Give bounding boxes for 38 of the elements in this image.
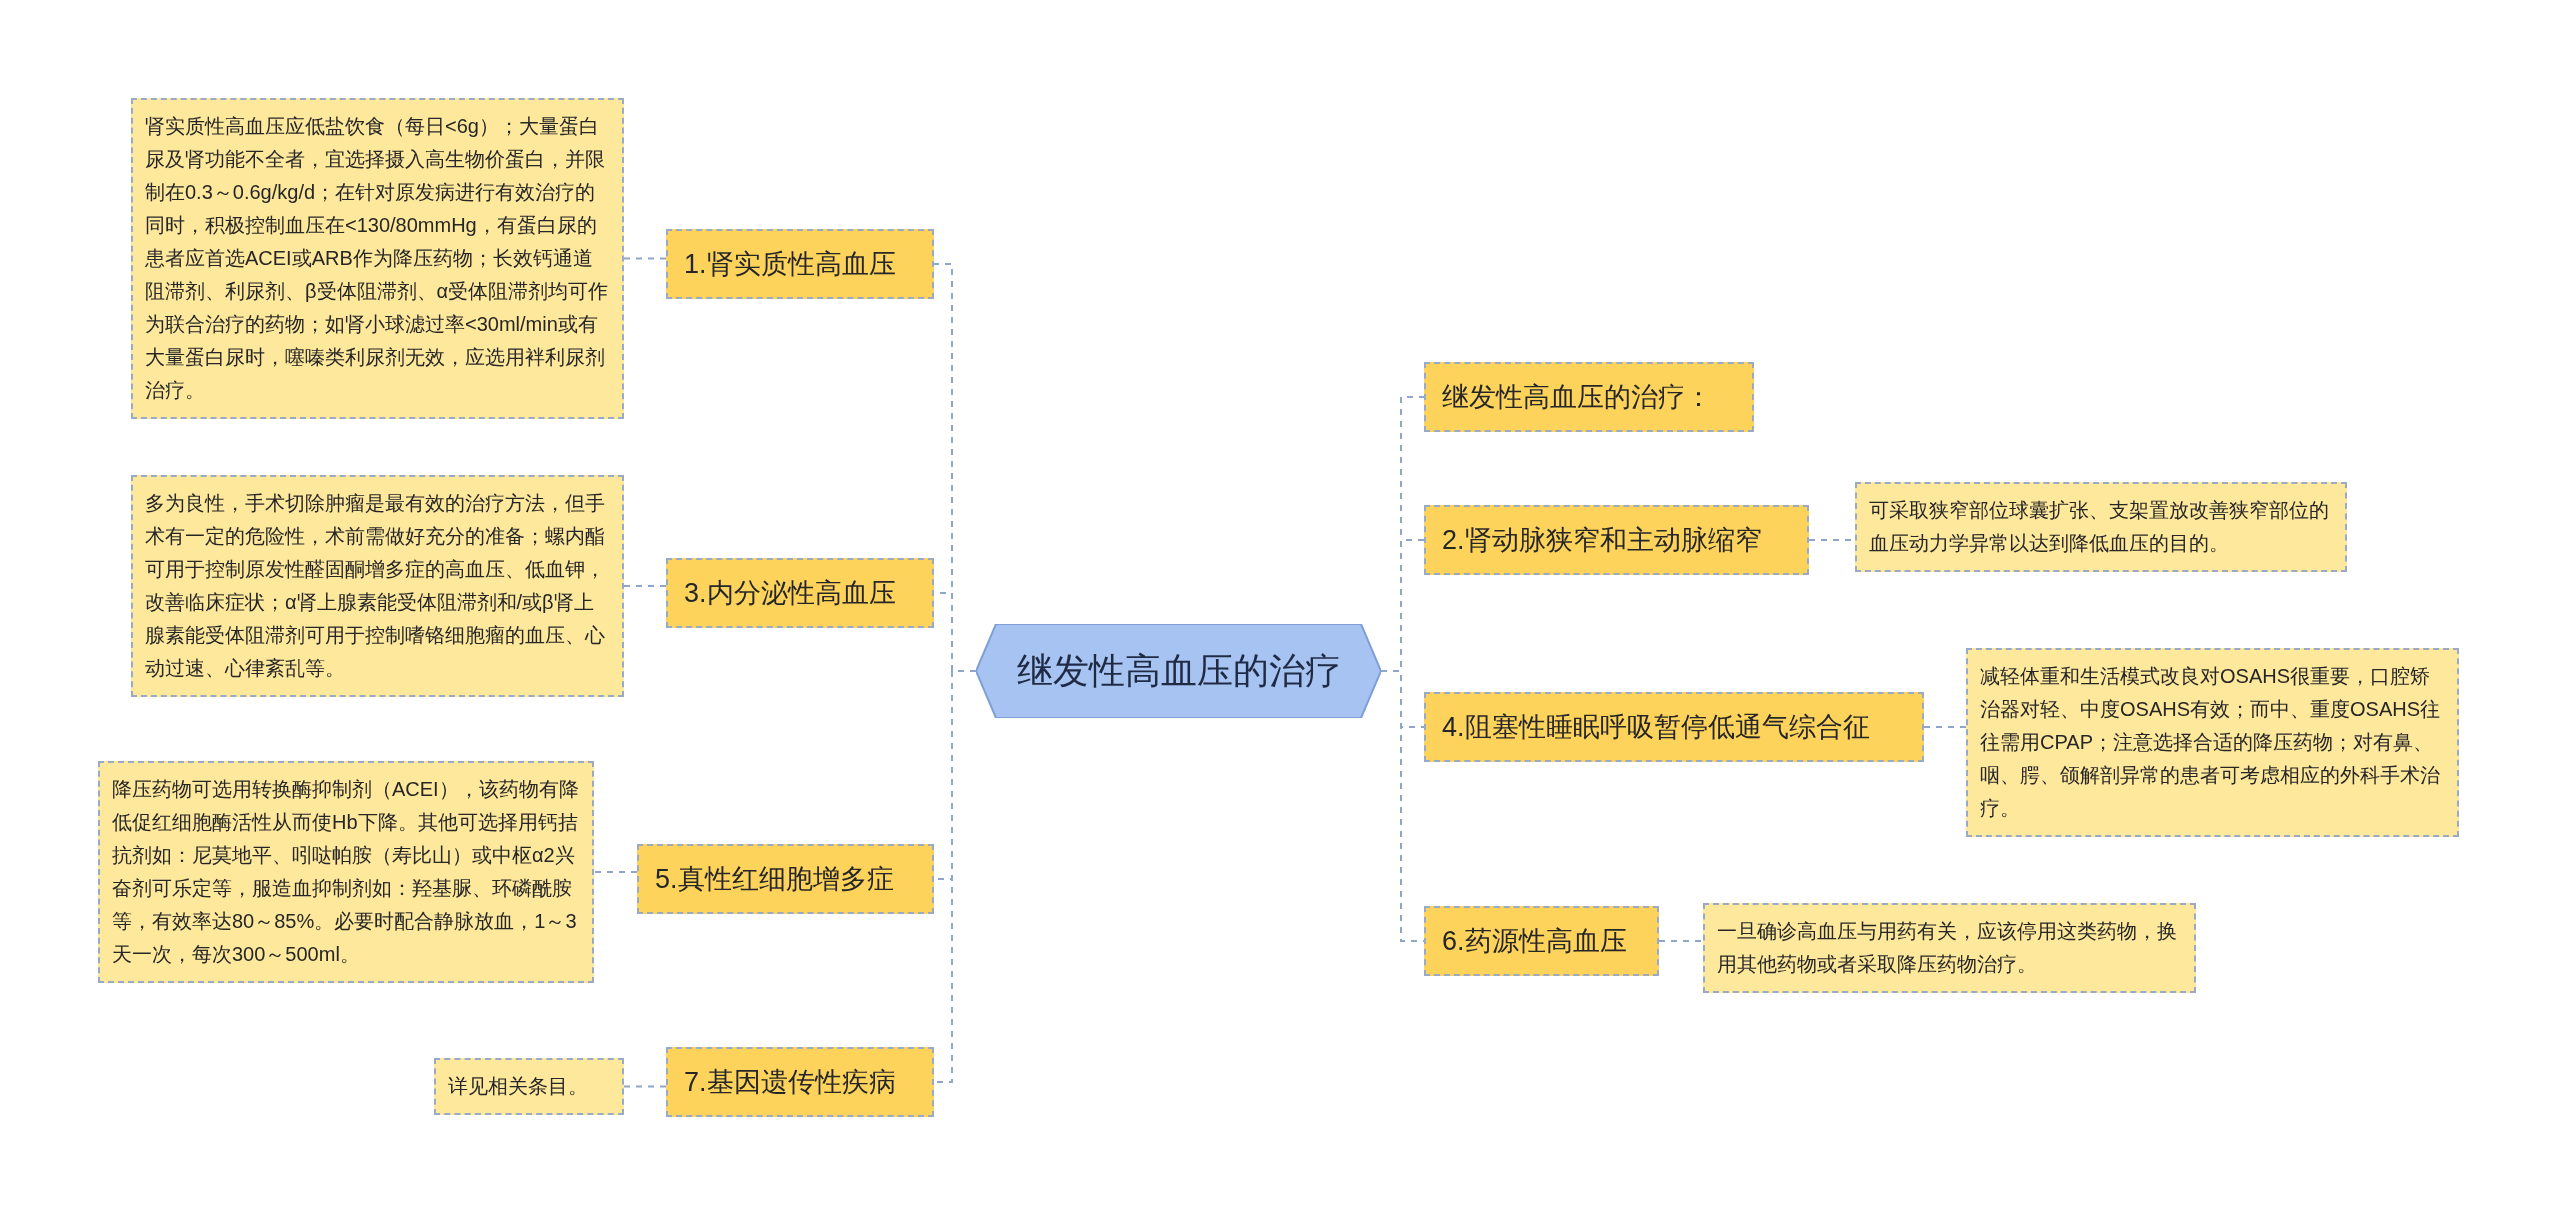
note-text: 可采取狭窄部位球囊扩张、支架置放改善狭窄部位的血压动力学异常以达到降低血压的目的。 <box>1869 498 2330 556</box>
note-box <box>1703 903 2196 993</box>
topic-label: 继发性高血压的治疗： <box>1442 381 1713 414</box>
topic-box <box>1424 692 1924 762</box>
note-box <box>131 98 624 419</box>
note-box <box>1855 482 2347 572</box>
topic-box <box>1424 906 1659 976</box>
central-topic-text: 继发性高血压的治疗 <box>1016 650 1341 691</box>
topic-box <box>637 844 934 914</box>
note-box <box>98 761 594 983</box>
note-text: 减轻体重和生活模式改良对OSAHS很重要，口腔矫治器对轻、中度OSAHS有效；而中、重度OSAHS往往需用CPAP；注意选择合适的降压药物；对有鼻、咽、腭、颌解剖异常的患者可考虑相应的外科手术治疗。 <box>1980 664 2442 821</box>
topic-label: 7.基因遗传性疾病 <box>684 1066 897 1099</box>
note-box <box>1966 648 2459 837</box>
note-text: 肾实质性高血压应低盐饮食（每日<6g）；大量蛋白尿及肾功能不全者，宜选择摄入高生物价蛋白，并限制在0.3～0.6g/kg/d；在针对原发病进行有效治疗的同时，积极控制血压在<130/80mmHg，有蛋白尿的患者应首选ACEI或ARB作为降压药物；长效钙通道阻滞剂、利尿剂、β受体阻滞剂、α受体阻滞剂均可作为联合治疗的药物；如肾小球滤过率<30ml/min或有大量蛋白尿时，噻嗪类利尿剂无效，应选用袢利尿剂治疗。 <box>145 114 610 403</box>
central-topic-hexagon <box>976 624 1381 718</box>
connector-line <box>623 1085 667 1088</box>
connector-line <box>623 257 667 260</box>
topic-label: 1.肾实质性高血压 <box>684 248 897 281</box>
connector-line <box>1923 726 1967 728</box>
note-box <box>434 1058 624 1115</box>
note-text: 多为良性，手术切除肿瘤是最有效的治疗方法，但手术有一定的危险性，术前需做好充分的准备；螺内酯可用于控制原发性醛固酮增多症的高血压、低血钾，改善临床症状；α肾上腺素能受体阻滞剂和/或β肾上腺素能受体阻滞剂可用于控制嗜铬细胞瘤的血压、心动过速、心律紊乱等。 <box>145 491 606 681</box>
topic-box <box>666 229 934 299</box>
topic-box <box>666 1047 934 1117</box>
topic-label: 5.真性红细胞增多症 <box>655 863 895 896</box>
connector-line <box>593 871 638 873</box>
note-box <box>131 475 624 697</box>
topic-box <box>666 558 934 628</box>
note-text: 降压药物可选用转换酶抑制剂（ACEI），该药物有降低促红细胞酶活性从而使Hb下降。其他可选择用钙拮抗剂如：尼莫地平、吲哒帕胺（寿比山）或中枢α2兴奋剂可乐定等，服造血抑制剂如：羟基脲、环磷酰胺等，有效率达80～85%。必要时配合静脉放血，1～3天一次，每次300～500ml。 <box>112 777 580 967</box>
topic-box <box>1424 362 1754 432</box>
topic-box <box>1424 505 1809 575</box>
connector-line <box>623 585 667 587</box>
topic-label: 4.阻塞性睡眠呼吸暂停低通气综合征 <box>1442 711 1871 744</box>
topic-label: 2.肾动脉狭窄和主动脉缩窄 <box>1442 524 1763 557</box>
note-text: 详见相关条目。 <box>448 1074 589 1099</box>
note-text: 一旦确诊高血压与用药有关，应该停用这类药物，换用其他药物或者采取降压药物治疗。 <box>1717 919 2178 977</box>
topic-label: 3.内分泌性高血压 <box>684 577 897 610</box>
topic-label: 6.药源性高血压 <box>1442 925 1628 958</box>
connector-line <box>1658 940 1704 942</box>
